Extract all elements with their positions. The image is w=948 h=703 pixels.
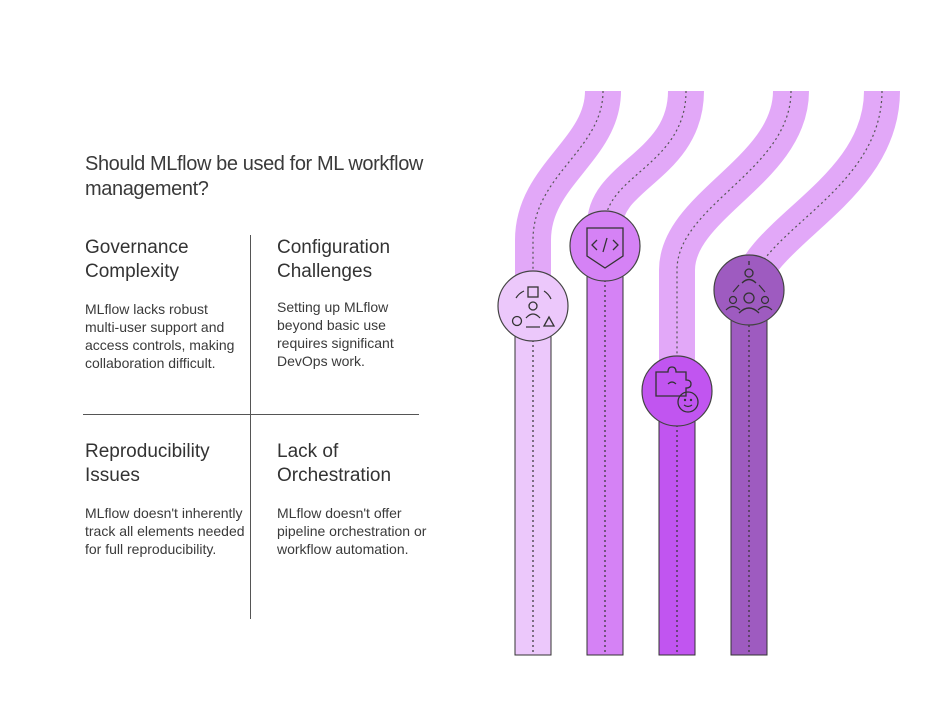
pipe-dots-2 (604, 90, 687, 245)
pipe-dots-3 (676, 90, 792, 390)
team-hierarchy-icon (713, 254, 785, 326)
quadrant-governance: Governance Complexity MLflow lacks robus… (85, 236, 245, 372)
quadrant-text: MLflow doesn't inherently track all elem… (85, 505, 245, 557)
quadrant-heading: Lack of Orchestration (277, 441, 392, 486)
quadrant-heading: Governance Complexity (85, 237, 189, 282)
quadrant-orchestration: Lack of Orchestration MLflow doesn't off… (277, 440, 427, 558)
pipe-dots-4 (748, 90, 883, 291)
code-shield-icon (569, 210, 641, 282)
puzzle-face-icon (641, 355, 713, 427)
shapes-person-icon (497, 270, 569, 342)
quadrant-text: Setting up MLflow beyond basic use requi… (277, 299, 394, 369)
horizontal-divider (83, 414, 419, 415)
quadrant-text: MLflow doesn't offer pipeline orchestrat… (277, 505, 427, 557)
quadrant-text: MLflow lacks robust multi-user support a… (85, 301, 235, 371)
quadrant-heading: Configuration Challenges (277, 237, 391, 282)
vertical-divider (250, 235, 251, 619)
pipe-dots-1 (532, 90, 604, 305)
quadrant-configuration: Configuration Challenges Setting up MLfl… (277, 236, 427, 370)
quadrant-heading: Reproducibility Issues (85, 441, 210, 486)
quadrant-reproducibility: Reproducibility Issues MLflow doesn't in… (85, 440, 245, 558)
page-title: Should MLflow be used for ML workflow ma… (85, 153, 423, 200)
